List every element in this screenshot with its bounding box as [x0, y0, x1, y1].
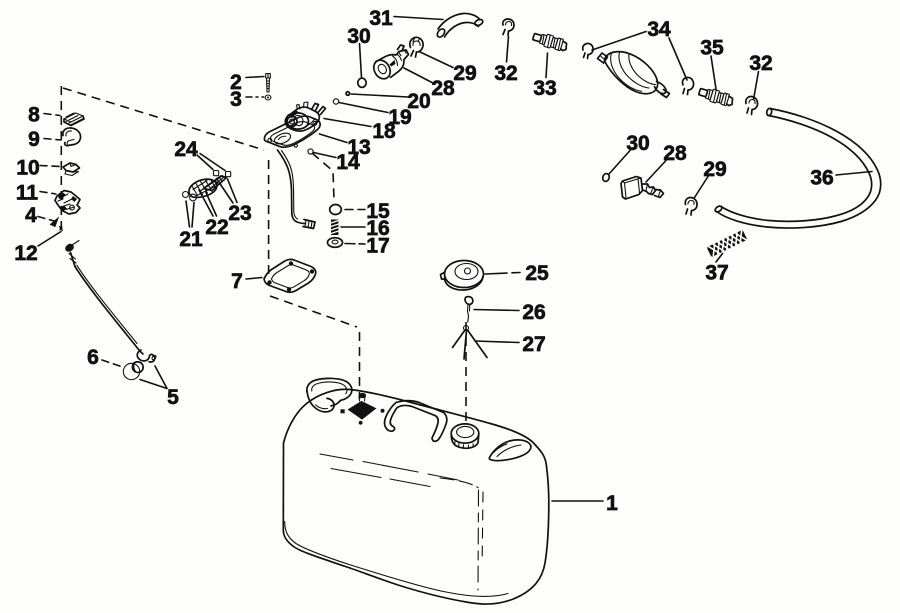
svg-text:15: 15	[366, 200, 390, 223]
svg-text:29: 29	[453, 62, 476, 85]
svg-text:5: 5	[167, 386, 179, 409]
svg-text:11: 11	[16, 182, 39, 205]
svg-text:28: 28	[431, 77, 455, 100]
svg-text:24: 24	[174, 138, 198, 161]
svg-text:27: 27	[522, 333, 545, 356]
svg-text:22: 22	[205, 216, 228, 239]
svg-text:23: 23	[228, 202, 251, 225]
svg-text:30: 30	[626, 132, 649, 155]
svg-text:33: 33	[533, 77, 556, 100]
svg-text:16: 16	[366, 217, 389, 240]
svg-text:19: 19	[388, 106, 411, 129]
svg-text:34: 34	[647, 18, 671, 41]
svg-text:6: 6	[87, 346, 99, 369]
svg-text:3: 3	[230, 88, 242, 111]
svg-text:17: 17	[366, 235, 389, 258]
svg-text:28: 28	[663, 142, 687, 165]
svg-text:37: 37	[705, 262, 728, 285]
svg-text:9: 9	[28, 128, 40, 151]
svg-text:14: 14	[336, 151, 360, 174]
svg-text:18: 18	[372, 120, 396, 143]
svg-text:12: 12	[14, 242, 37, 265]
svg-text:32: 32	[494, 62, 517, 85]
svg-text:32: 32	[749, 52, 772, 75]
svg-text:30: 30	[347, 25, 370, 48]
svg-text:36: 36	[810, 167, 833, 190]
svg-text:1: 1	[606, 492, 618, 515]
svg-text:20: 20	[407, 90, 430, 113]
svg-text:13: 13	[347, 136, 370, 159]
svg-text:35: 35	[700, 37, 724, 60]
svg-text:8: 8	[28, 104, 40, 127]
svg-text:4: 4	[25, 204, 37, 227]
svg-text:25: 25	[525, 262, 549, 285]
svg-text:7: 7	[231, 270, 243, 293]
svg-text:2: 2	[230, 71, 242, 94]
svg-text:21: 21	[179, 228, 203, 251]
svg-text:31: 31	[369, 7, 393, 30]
svg-text:26: 26	[522, 301, 545, 324]
svg-text:10: 10	[16, 157, 39, 180]
svg-text:29: 29	[703, 158, 726, 181]
